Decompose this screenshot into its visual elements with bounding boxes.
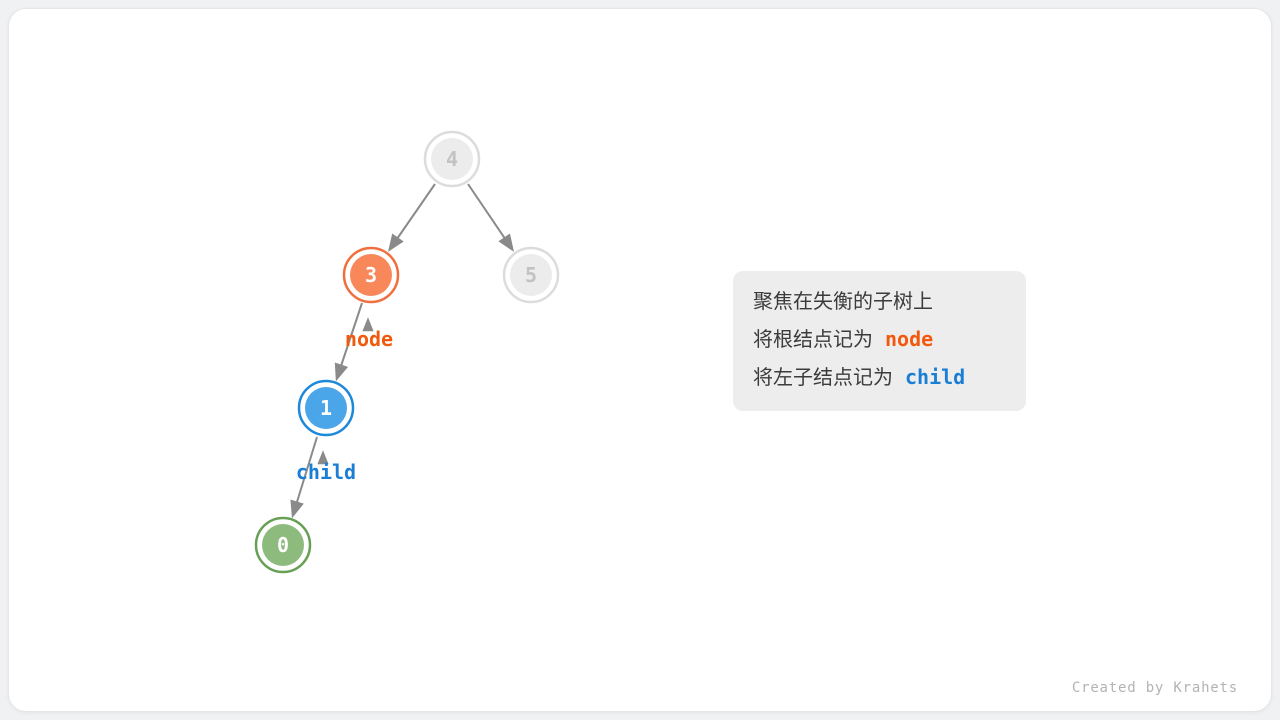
pointer-arrows <box>317 317 374 465</box>
note-line-1-text: 聚焦在失衡的子树上 <box>753 291 933 313</box>
edge-4-3 <box>388 183 436 252</box>
note-line-2-code: node <box>885 327 934 351</box>
node-1-fill <box>305 387 347 429</box>
note-line-2-text: 将根结点记为 <box>753 329 873 351</box>
note-box: 聚焦在失衡的子树上 将根结点记为 node 将左子结点记为 child <box>733 271 1026 411</box>
node-5-fill <box>510 254 552 296</box>
node-0-value: 0 <box>277 533 289 557</box>
tree-edges <box>290 183 514 519</box>
note-line-1: 聚焦在失衡的子树上 <box>753 284 1006 321</box>
tree-node-0: 0 <box>254 516 312 574</box>
note-line-3: 将左子结点记为 child <box>753 359 1006 397</box>
node-4-fill <box>431 138 473 180</box>
tree-node-4: 4 <box>423 130 481 188</box>
edge-3-1 <box>334 302 363 382</box>
node-1-value: 1 <box>320 396 332 420</box>
note-line-3-text: 将左子结点记为 <box>753 367 893 389</box>
edge-1-0 <box>290 436 318 519</box>
node-0-fill <box>262 524 304 566</box>
tree-node-3: 3 <box>342 246 400 304</box>
note-line-2: 将根结点记为 node <box>753 321 1006 359</box>
tree-node-5: 5 <box>502 246 560 304</box>
credit-text: Created by Krahets <box>1071 680 1238 696</box>
pointer-label-child: child <box>296 460 356 484</box>
note-line-3-code: child <box>905 365 966 389</box>
node-5-value: 5 <box>525 263 537 287</box>
node-3-fill <box>350 254 392 296</box>
node-3-value: 3 <box>365 263 377 287</box>
edge-4-5 <box>467 183 514 252</box>
pointer-label-node: node <box>345 327 393 351</box>
tree-node-1: 1 <box>297 379 355 437</box>
node-4-value: 4 <box>446 147 458 171</box>
canvas-card <box>8 8 1272 712</box>
